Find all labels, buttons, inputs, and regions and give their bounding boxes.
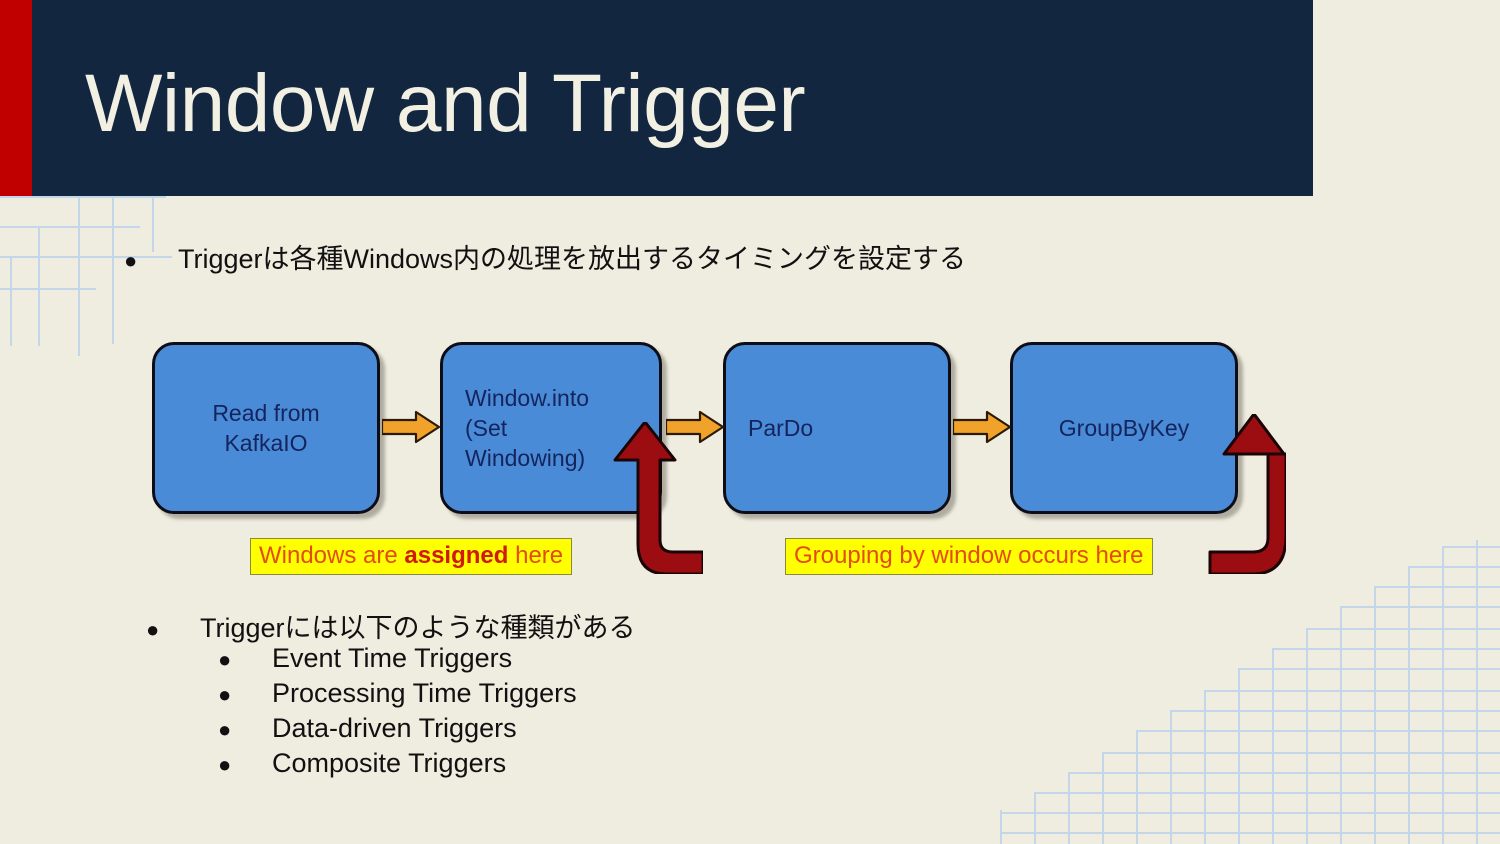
list-item: ● Composite Triggers [218, 748, 577, 783]
flow-arrow-icon [953, 410, 1011, 444]
annotation-windows-assigned: Windows are assigned here [250, 538, 573, 575]
annotation-text-suffix: here [508, 542, 564, 569]
bullet-dot-icon: ● [218, 752, 232, 777]
trigger-types-list: ● Event Time Triggers ● Processing Time … [218, 643, 577, 783]
annotation-text-prefix: Windows are [259, 542, 405, 569]
annotation-grouping-by-window: Grouping by window occurs here [785, 538, 1153, 575]
bullet-dot-icon: ● [218, 717, 232, 742]
slide-header-band: Window and Trigger [0, 0, 1313, 196]
annotation-text-prefix: Grouping by window occurs here [794, 542, 1144, 569]
pipeline-box-read-from-kafkaio: Read from KafkaIO [152, 342, 380, 514]
callout-elbow-arrow-icon [1208, 414, 1286, 574]
list-item-label: Data-driven Triggers [272, 713, 517, 743]
list-item-label: Composite Triggers [272, 748, 507, 778]
list-item-label: Processing Time Triggers [272, 678, 577, 708]
pipeline-box-window-into: Window.into (Set Windowing) [440, 342, 662, 514]
bullet-item-top: ● Triggerは各種Windows内の処理を放出するタイミングを設定する [124, 237, 966, 276]
list-item-label: Event Time Triggers [272, 643, 513, 673]
page-title: Window and Trigger [85, 58, 806, 149]
pipeline-box-label: Window.into (Set Windowing) [465, 385, 590, 471]
beam-pipeline-diagram: Read from KafkaIO Window.into (Set Windo… [140, 332, 1286, 582]
bullet-item-mid: ● Triggerには以下のような種類がある [146, 606, 636, 645]
pipeline-box-label: Read from KafkaIO [212, 400, 320, 456]
decorative-grid-bottom-right [900, 540, 1500, 844]
bullet-text-mid: Triggerには以下のような種類がある [200, 613, 636, 643]
pipeline-box-groupbykey: GroupByKey [1010, 342, 1238, 514]
bullet-dot-icon: ● [146, 617, 160, 642]
list-item: ● Processing Time Triggers [218, 678, 577, 713]
list-item: ● Event Time Triggers [218, 643, 577, 678]
bullet-dot-icon: ● [218, 647, 232, 672]
pipeline-box-pardo: ParDo [723, 342, 951, 514]
flow-arrow-icon [666, 410, 724, 444]
callout-elbow-arrow-icon [613, 422, 703, 574]
pipeline-box-label: GroupByKey [1058, 415, 1190, 441]
annotation-text-emphasis: assigned [404, 542, 509, 569]
header-accent-bar [0, 0, 32, 196]
bullet-dot-icon: ● [218, 682, 232, 707]
flow-arrow-icon [382, 410, 440, 444]
pipeline-box-label: ParDo [748, 415, 814, 441]
list-item: ● Data-driven Triggers [218, 713, 577, 748]
bullet-text-top: Triggerは各種Windows内の処理を放出するタイミングを設定する [178, 244, 967, 274]
bullet-dot-icon: ● [124, 248, 138, 273]
